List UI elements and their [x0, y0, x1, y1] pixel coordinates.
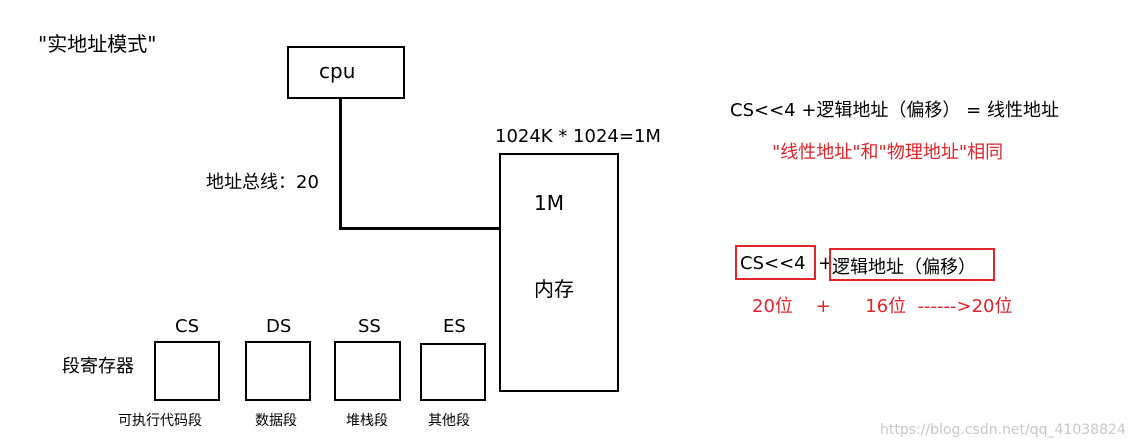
register-desc-ds: 数据段	[255, 413, 297, 429]
register-desc-es: 其他段	[428, 413, 470, 429]
memory-name: 内存	[534, 277, 574, 301]
bus-wire-horizontal	[339, 227, 500, 230]
cs-shift-text: CS<<4	[740, 253, 806, 274]
formula-line: CS<<4 +逻辑地址（偏移） = 线性地址	[730, 100, 1059, 121]
register-box-es	[420, 343, 486, 401]
memory-size-label: 1M	[534, 191, 564, 215]
cpu-label: cpu	[319, 59, 356, 83]
register-box-cs	[154, 341, 220, 401]
segment-registers-label: 段寄存器	[62, 356, 134, 377]
register-name-es: ES	[443, 316, 466, 337]
register-name-cs: CS	[175, 316, 199, 337]
bus-wire-vertical	[339, 99, 342, 229]
register-box-ds	[245, 341, 311, 401]
memory-box: 1M 内存	[499, 153, 619, 392]
page-title: "实地址模式"	[38, 32, 157, 56]
register-desc-ss: 堆栈段	[346, 413, 388, 429]
cs-shift-highlight	[735, 245, 816, 280]
register-box-ss	[334, 341, 401, 401]
watermark: https://blog.csdn.net/qq_41038824	[880, 422, 1126, 438]
memory-size-caption: 1024K * 1024=1M	[495, 126, 661, 147]
bits-line: 20位 + 16位 ------>20位	[752, 296, 1013, 317]
bus-label: 地址总线：20	[206, 172, 319, 193]
register-desc-cs: 可执行代码段	[118, 413, 202, 429]
logic-address-highlight	[829, 248, 995, 281]
formula-note: "线性地址"和"物理地址"相同	[772, 142, 1004, 163]
register-name-ss: SS	[358, 316, 381, 337]
cpu-box: cpu	[287, 46, 405, 99]
logic-address-text: 逻辑地址（偏移）	[832, 257, 976, 278]
register-name-ds: DS	[266, 316, 292, 337]
